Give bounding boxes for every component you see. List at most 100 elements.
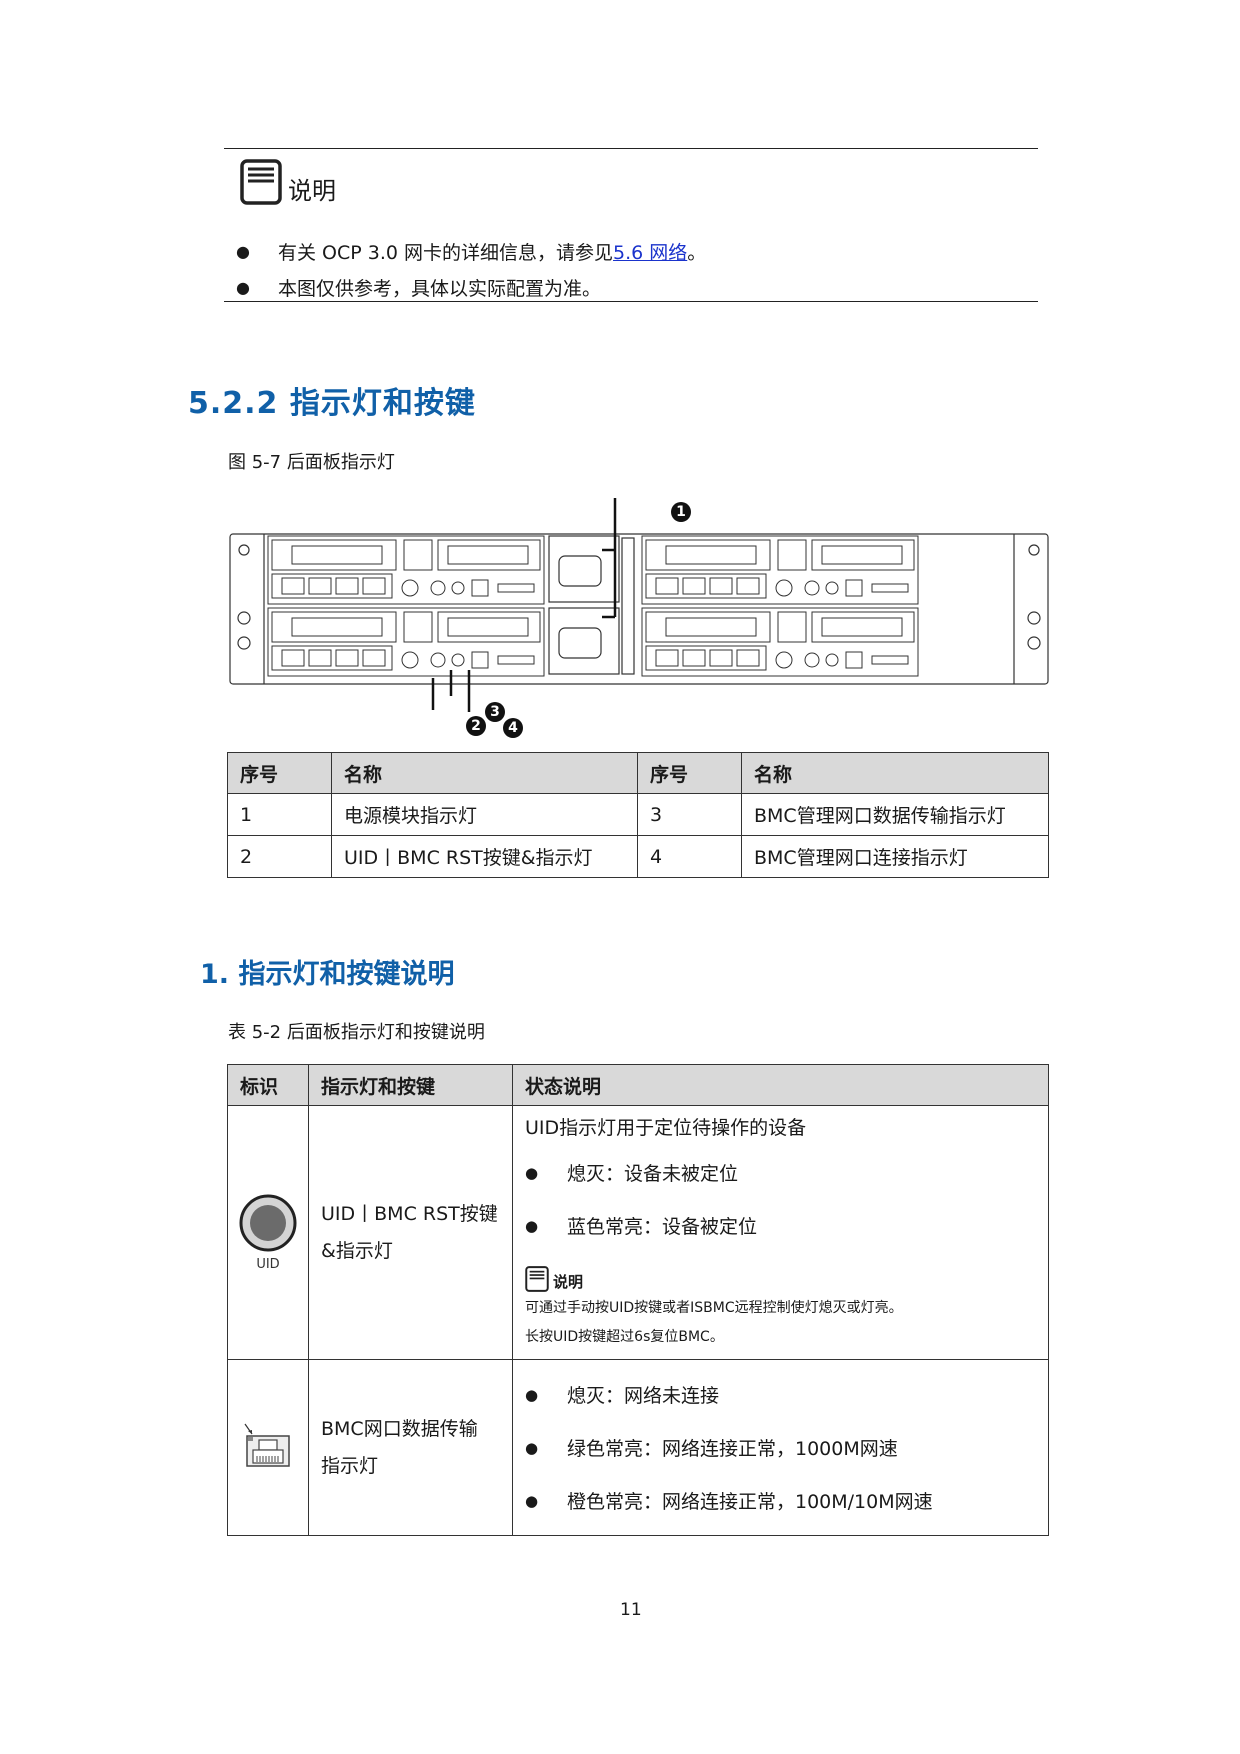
- name-line: 指示灯: [321, 1454, 379, 1477]
- header-cell: 序号: [637, 752, 742, 794]
- table-row: 2 UID丨BMC RST按键&指示灯 4 BMC管理网口连接指示灯: [227, 835, 1049, 878]
- table-cell: 4: [637, 835, 742, 878]
- note-item: ● 有关 OCP 3.0 网卡的详细信息，请参见 5.6 网络 。: [236, 233, 706, 269]
- note-icon: [525, 1266, 549, 1292]
- callout-4: 4: [503, 718, 523, 738]
- ethernet-port-icon: [308, 577, 332, 595]
- status-item: ● 熄灭：设备未被定位: [513, 1146, 1048, 1199]
- table-cell: 2: [227, 835, 332, 878]
- subsection-heading: 1. 指示灯和按键说明: [200, 959, 455, 990]
- header-cell: 标识: [227, 1064, 309, 1106]
- thumbscrew-icon: [775, 579, 793, 597]
- note-text: 有关 OCP 3.0 网卡的详细信息，请参见: [278, 241, 614, 264]
- bullet-icon: ●: [236, 277, 250, 297]
- description-table: 标识 指示灯和按键 状态说明 UID UID丨BMC RST按键 &指示灯 UI…: [227, 1064, 1049, 1536]
- status-item: ●蓝色常亮：设备被定位: [513, 1199, 1048, 1252]
- vga-icon: [430, 652, 446, 668]
- vga-icon: [804, 580, 820, 596]
- status-text: 熄灭：网络未连接: [567, 1385, 720, 1407]
- server-node: [641, 607, 919, 677]
- ethernet-port-icon: [709, 649, 733, 667]
- pcie-slot: [811, 539, 915, 571]
- pcie-slot: [645, 539, 771, 571]
- uid-label: UID: [256, 1256, 280, 1272]
- table-caption: 表 5-2 后面板指示灯和按键说明: [228, 1022, 485, 1043]
- note-icon: [240, 159, 282, 205]
- ethernet-port-icon: [281, 649, 305, 667]
- bullet-icon: ●: [525, 1163, 539, 1182]
- name-cell: BMC网口数据传输 指示灯: [308, 1359, 513, 1536]
- screw-icon: [1028, 544, 1040, 556]
- icon-cell: UID: [227, 1105, 309, 1360]
- psu-bottom: [548, 607, 620, 675]
- ethernet-port-icon: [362, 649, 386, 667]
- pcie-slot: [437, 611, 541, 643]
- ethernet-port-icon: [682, 649, 706, 667]
- thumbscrew-icon: [775, 651, 793, 669]
- ethernet-port-icon: [655, 649, 679, 667]
- thumbscrew-icon: [401, 651, 419, 669]
- power-socket-icon: [558, 627, 602, 659]
- ethernet-port-icon: [308, 649, 332, 667]
- ocp-nic: [645, 573, 767, 599]
- page-number: 11: [620, 1600, 642, 1620]
- serial-port-icon: [871, 583, 909, 593]
- pcie-slot: [437, 539, 541, 571]
- bullet-icon: ●: [525, 1385, 539, 1404]
- pcie-slot: [645, 611, 771, 643]
- note-title: 说明: [288, 177, 336, 205]
- bmc-port-icon: [845, 579, 863, 597]
- note-box: 说明 ● 有关 OCP 3.0 网卡的详细信息，请参见 5.6 网络 。 ● 本…: [224, 148, 1038, 302]
- table-cell: 3: [637, 793, 742, 836]
- icon-cell: [227, 1359, 309, 1536]
- status-text: 熄灭：设备未被定位: [567, 1163, 739, 1185]
- network-section-link[interactable]: 5.6 网络: [613, 241, 688, 264]
- note-header: 说明: [240, 159, 336, 205]
- table-row: 1 电源模块指示灯 3 BMC管理网口数据传输指示灯: [227, 793, 1049, 836]
- ethernet-port-icon: [736, 577, 760, 595]
- screw-icon: [1027, 636, 1041, 650]
- uid-button-icon: [825, 653, 839, 667]
- vga-icon: [804, 652, 820, 668]
- note-list: ● 有关 OCP 3.0 网卡的详细信息，请参见 5.6 网络 。 ● 本图仅供…: [236, 233, 706, 305]
- note-text-suffix: 。: [687, 241, 707, 264]
- note-text: 本图仅供参考，具体以实际配置为准。: [278, 277, 602, 300]
- table-cell: 电源模块指示灯: [331, 793, 638, 836]
- ethernet-port-icon: [736, 649, 760, 667]
- table-row: UID UID丨BMC RST按键 &指示灯 UID指示灯用于定位待操作的设备 …: [227, 1105, 1049, 1360]
- ethernet-port-icon: [655, 577, 679, 595]
- name-line: &指示灯: [321, 1239, 393, 1262]
- table-header-row: 序号 名称 序号 名称: [227, 752, 1049, 794]
- header-cell: 序号: [227, 752, 332, 794]
- power-socket-icon: [558, 555, 602, 587]
- thumbscrew-icon: [401, 579, 419, 597]
- screw-icon: [237, 636, 251, 650]
- table-cell: BMC管理网口连接指示灯: [741, 835, 1049, 878]
- bmc-port-icon: [845, 651, 863, 669]
- uid-button-icon: [451, 581, 465, 595]
- table-cell: 1: [227, 793, 332, 836]
- vga-icon: [430, 580, 446, 596]
- uid-button-icon: [451, 653, 465, 667]
- screw-icon: [237, 611, 251, 625]
- chassis-outline: [229, 533, 1049, 685]
- status-cell: ●熄灭：网络未连接 ●绿色常亮：网络连接正常，1000M网速 ●橙色常亮：网络连…: [512, 1359, 1049, 1536]
- callout-1: 1: [671, 502, 691, 522]
- screw-icon: [238, 544, 250, 556]
- ethernet-port-icon: [335, 577, 359, 595]
- psu-top: [548, 535, 620, 603]
- name-line: BMC网口数据传输: [321, 1417, 478, 1440]
- status-intro: UID指示灯用于定位待操作的设备: [525, 1116, 807, 1139]
- ocp-nic: [271, 645, 393, 671]
- ocp-nic: [645, 645, 767, 671]
- uid-button-icon: [239, 1194, 297, 1251]
- bmc-port-icon: [471, 651, 489, 669]
- psu-group: [548, 535, 635, 675]
- callout-2: 2: [466, 716, 486, 736]
- ethernet-port-icon: [335, 649, 359, 667]
- status-item: ●绿色常亮：网络连接正常，1000M网速: [513, 1421, 1048, 1474]
- screw-icon: [1027, 611, 1041, 625]
- callout-3: 3: [485, 702, 505, 722]
- note-item: ● 本图仅供参考，具体以实际配置为准。: [236, 269, 706, 305]
- section-heading: 5.2.2 指示灯和按键: [188, 386, 476, 421]
